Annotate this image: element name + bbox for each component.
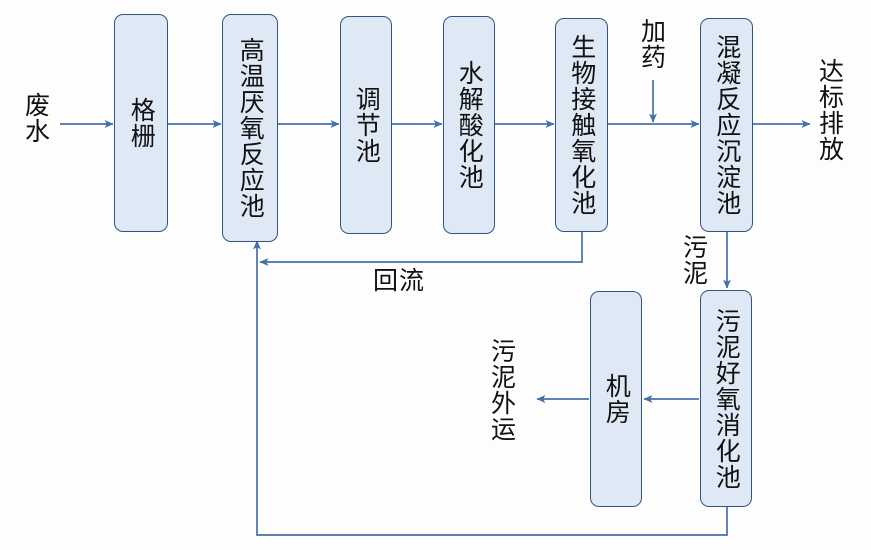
label-sludge: 污泥 xyxy=(679,234,709,286)
label-return-flow: 回流 xyxy=(373,266,426,295)
node-equalization-tank-label: 调节池 xyxy=(352,86,382,164)
node-coagulation-sedimentation-tank-label: 混凝反应沉淀池 xyxy=(712,34,742,216)
node-sludge-aerobic-digestion-tank[interactable]: 污泥好氧消化池 xyxy=(700,290,752,507)
node-hydrolysis-acidification-tank[interactable]: 水解酸化池 xyxy=(443,16,495,234)
label-dosing: 加药 xyxy=(637,18,667,70)
node-machine-room[interactable]: 机房 xyxy=(590,291,642,507)
label-sludge-removal: 污泥外运 xyxy=(487,338,517,442)
node-equalization-tank[interactable]: 调节池 xyxy=(340,16,392,234)
node-grille-label: 格栅 xyxy=(127,97,157,149)
node-coagulation-sedimentation-tank[interactable]: 混凝反应沉淀池 xyxy=(700,18,753,232)
node-biological-contact-oxidation-tank[interactable]: 生物接触氧化池 xyxy=(555,18,608,232)
node-grille[interactable]: 格栅 xyxy=(114,14,168,232)
node-hydrolysis-acidification-tank-label: 水解酸化池 xyxy=(455,60,485,190)
label-effluent-discharge: 达标排放 xyxy=(815,58,845,162)
arrow-return-flow xyxy=(259,232,583,266)
arrow-sludge-recycle-loop xyxy=(253,240,728,536)
label-influent: 废水 xyxy=(21,92,51,144)
node-biological-contact-oxidation-tank-label: 生物接触氧化池 xyxy=(567,34,597,216)
node-thermophilic-anaerobic-reactor[interactable]: 高温厌氧反应池 xyxy=(222,14,278,242)
node-machine-room-label: 机房 xyxy=(602,373,632,425)
node-sludge-aerobic-digestion-tank-label: 污泥好氧消化池 xyxy=(712,307,742,490)
node-thermophilic-anaerobic-reactor-label: 高温厌氧反应池 xyxy=(236,37,266,219)
